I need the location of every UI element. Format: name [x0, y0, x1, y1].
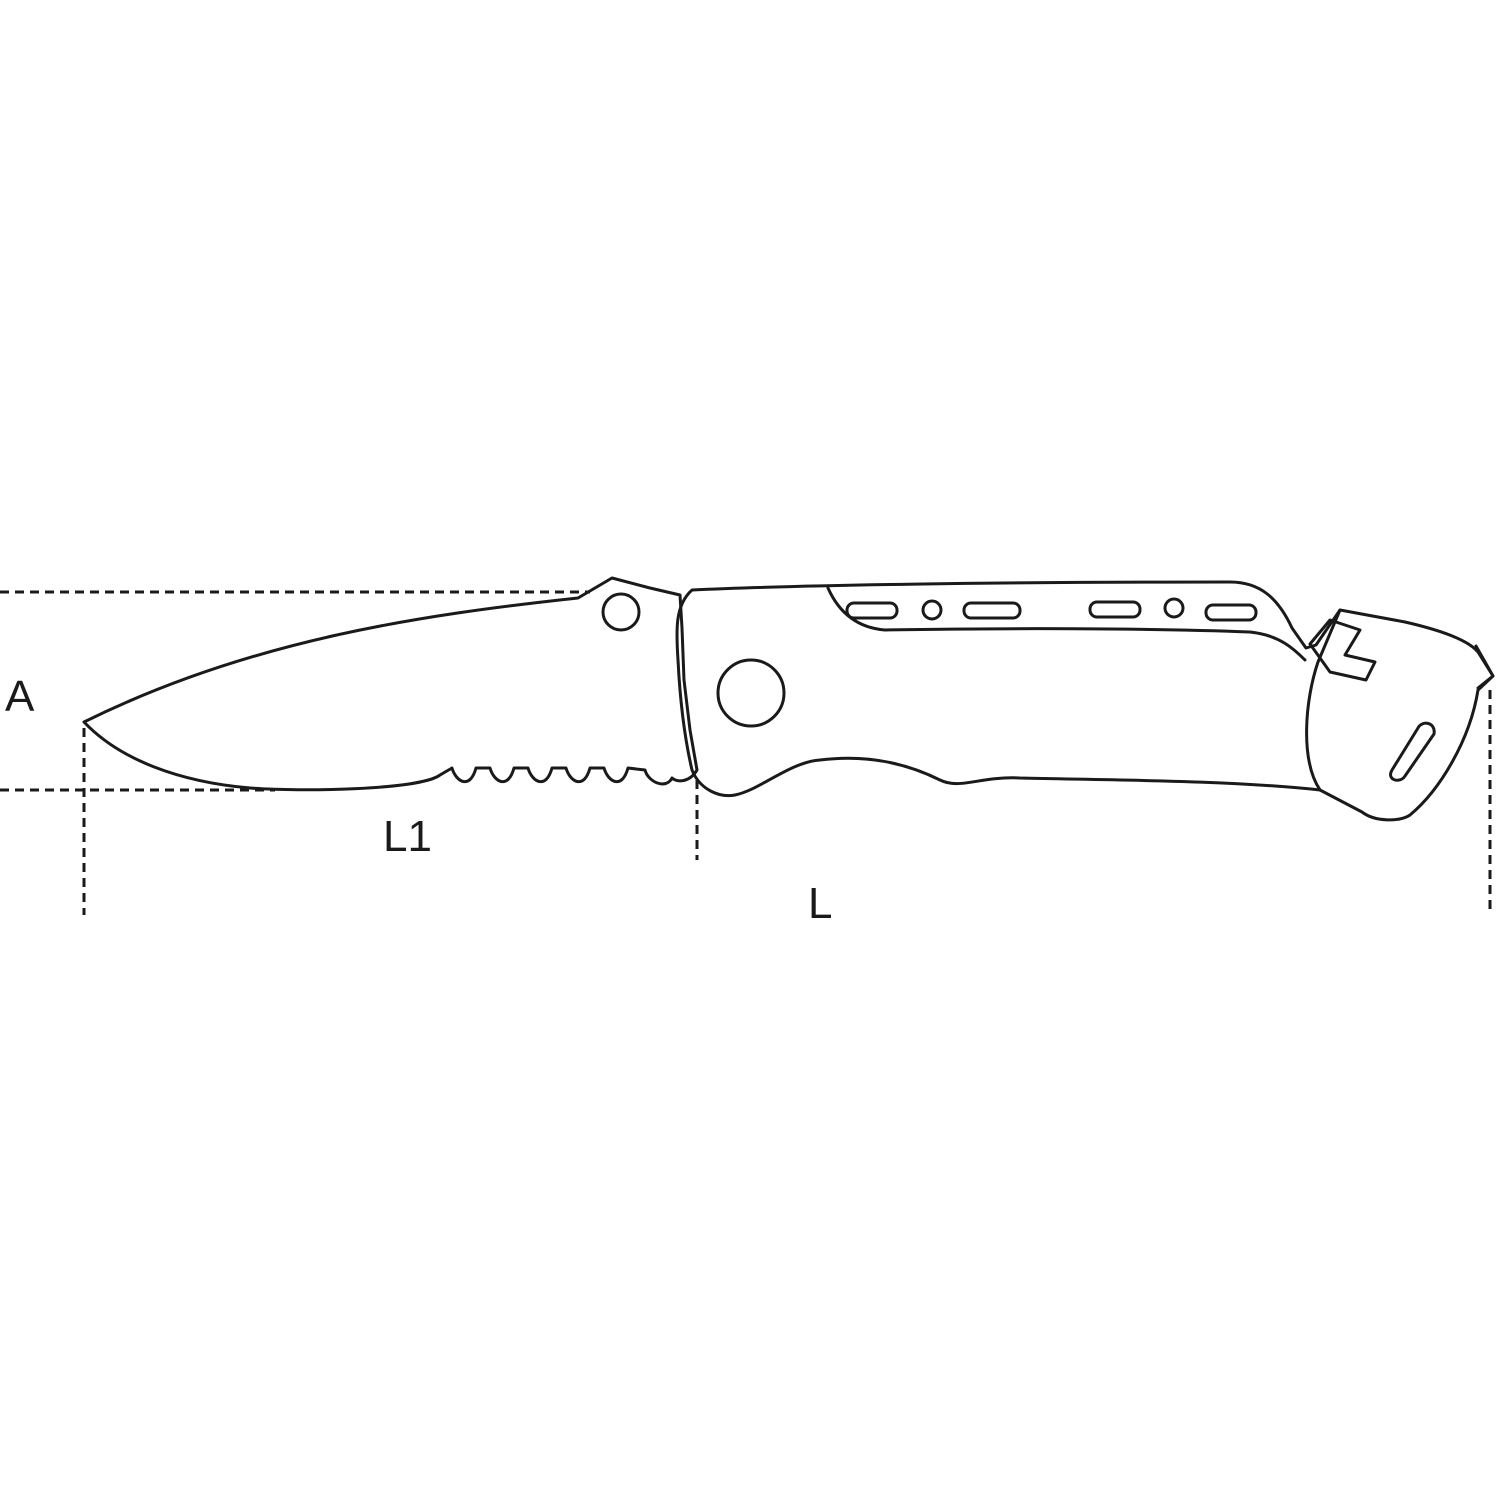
handle-slot-2 [962, 601, 1022, 620]
blade-thumb-hole [601, 592, 641, 632]
handle-inner-edge [1305, 608, 1342, 792]
dimension-lines [0, 590, 1492, 915]
glass-breaker-tip [1474, 644, 1495, 690]
handle-slot-4 [1204, 603, 1258, 622]
handle-hole-1 [921, 599, 943, 621]
total-length-label: L [808, 879, 833, 928]
lanyard-slot [1389, 721, 1436, 782]
seatbelt-cutter [1308, 618, 1377, 682]
pivot-screw [716, 658, 786, 728]
blade [82, 576, 699, 792]
handle-top-panel [826, 586, 1307, 662]
handle-outline [675, 580, 1495, 822]
height-label: A [5, 672, 35, 721]
handle-hole-2 [1163, 597, 1185, 619]
handle [675, 580, 1495, 822]
blade-outline [82, 576, 699, 792]
blade-length-label: L1 [383, 812, 432, 861]
handle-slot-3 [1088, 600, 1142, 619]
handle-slot-1 [845, 601, 899, 620]
